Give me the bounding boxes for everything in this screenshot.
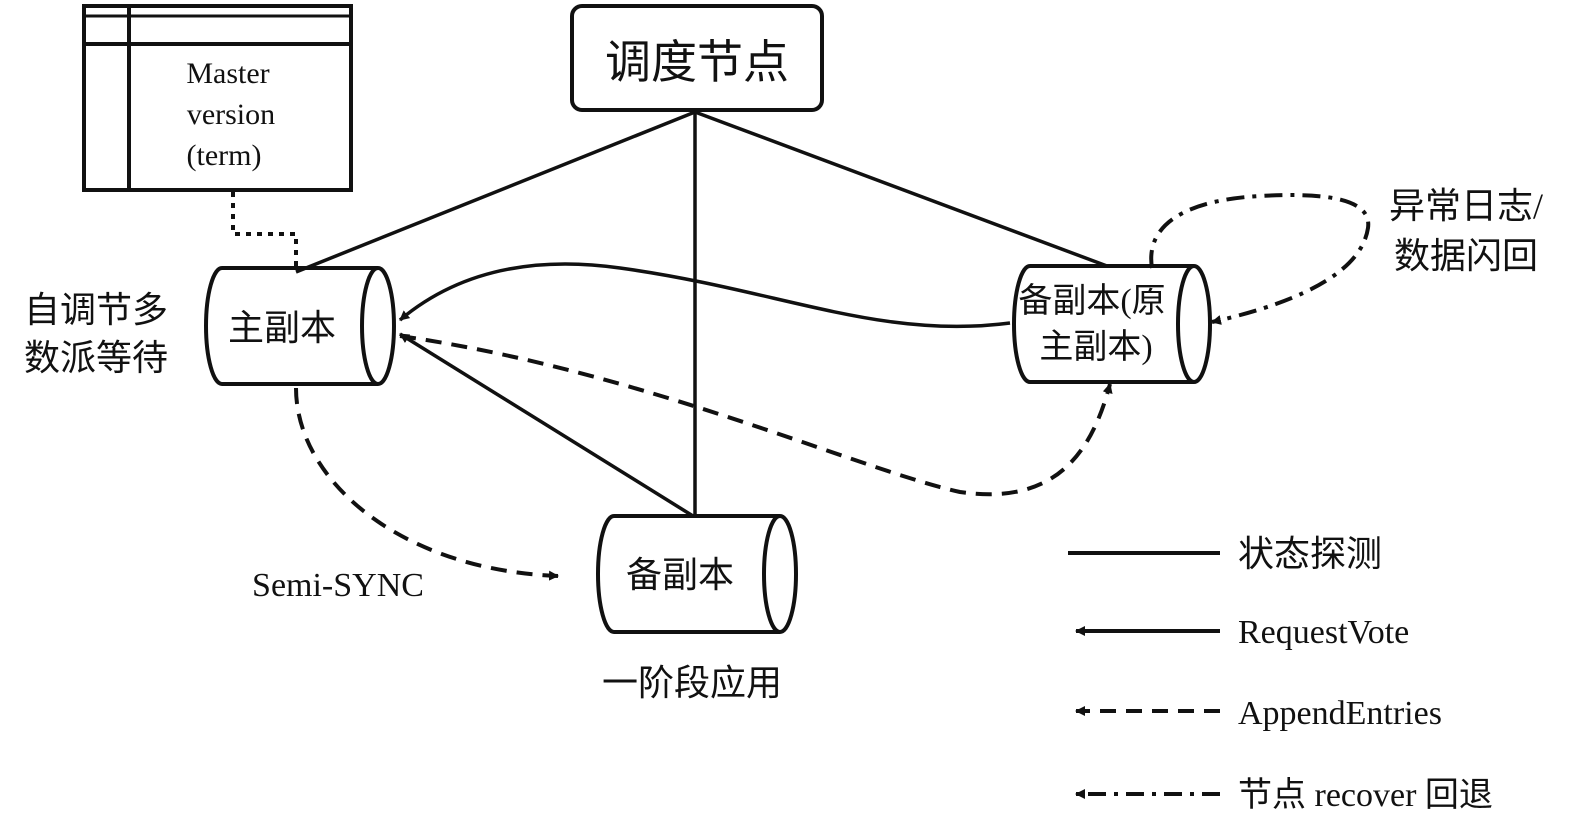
table-label-line-2: version — [187, 98, 275, 131]
legend-label-state-probe: 状态探测 — [1238, 534, 1382, 574]
scheduler-node[interactable]: 调度节点 — [570, 4, 824, 112]
legend-label-requestvote: RequestVote — [1238, 614, 1409, 651]
table-label-line-1: Master — [186, 57, 269, 90]
appendentries-arrow-former — [399, 334, 1113, 497]
legend: 状态探测 RequestVote AppendEntries 节点 recove… — [1068, 534, 1493, 814]
former-primary-replica-node[interactable]: 备副本(原 主副本) — [1012, 264, 1212, 384]
former-primary-label-line-2: 主副本) — [1039, 328, 1152, 366]
primary-replica-node[interactable]: 主副本 — [204, 266, 396, 386]
probe-line-primary — [295, 110, 696, 274]
table-connector — [231, 192, 298, 266]
loop-label-line-1: 异常日志/ — [1389, 186, 1543, 226]
former-primary-label-line-1: 备副本(原 — [1018, 282, 1165, 320]
backup-bottom-label: 一阶段应用 — [602, 663, 782, 703]
legend-label-recover: 节点 recover 回退 — [1238, 776, 1493, 814]
scheduler-label: 调度节点 — [605, 37, 789, 88]
primary-side-label-line-2: 数派等待 — [24, 338, 168, 378]
semi-sync-label: Semi-SYNC — [252, 567, 424, 604]
recover-loop-arrow — [1149, 193, 1371, 325]
requestvote-arrow-former — [398, 262, 1011, 329]
backup-replica-label: 备副本 — [626, 555, 734, 595]
primary-replica-label: 主副本 — [228, 308, 336, 348]
loop-label-line-2: 数据闪回 — [1394, 236, 1538, 276]
legend-label-appendentries: AppendEntries — [1238, 695, 1442, 732]
semi-sync-arrow — [294, 387, 559, 581]
primary-side-label-line-1: 自调节多 — [24, 290, 168, 330]
backup-replica-node[interactable]: 备副本 — [596, 514, 798, 634]
probe-line-former-primary — [694, 110, 1108, 268]
master-version-table: Master version (term) — [82, 4, 353, 192]
requestvote-arrow-backup — [399, 332, 694, 518]
table-label-line-3: (term) — [187, 139, 262, 172]
